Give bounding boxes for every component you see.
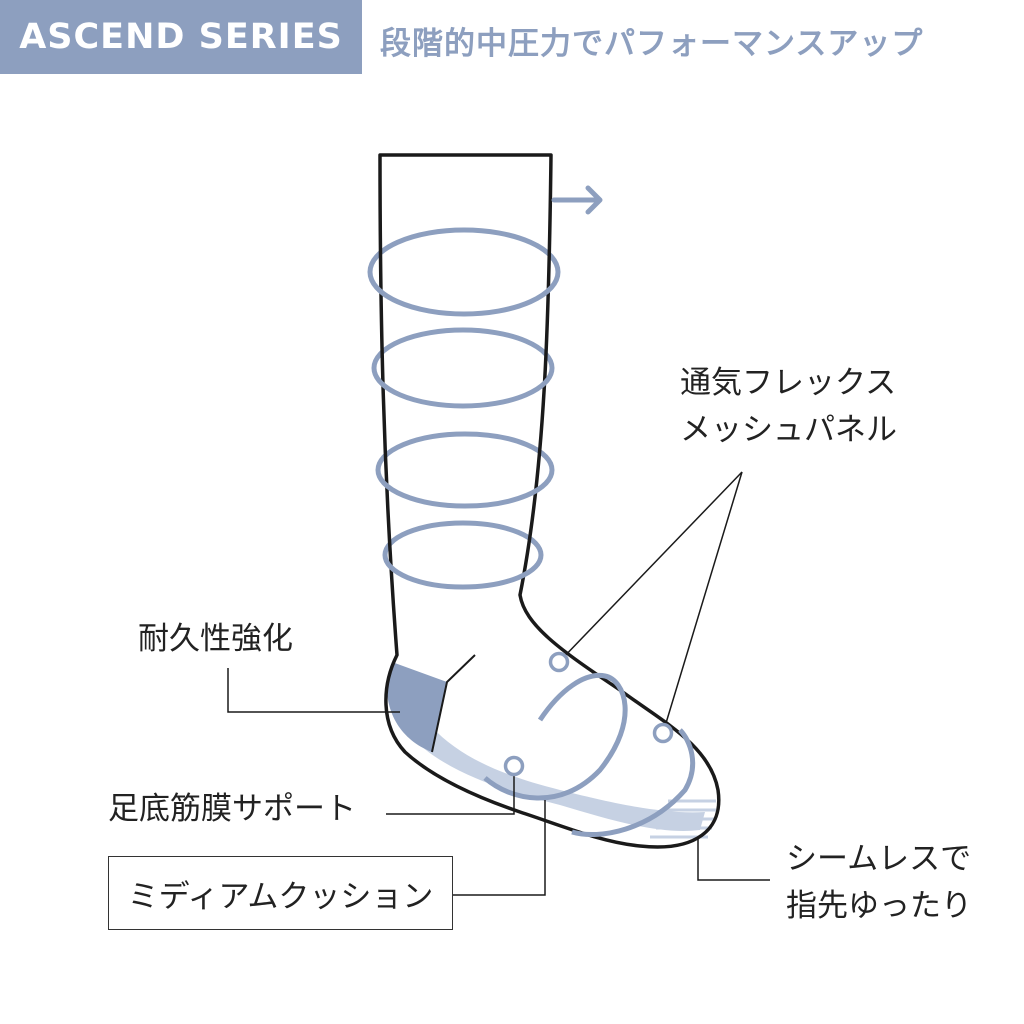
mesh-panel-label: 通気フレックス メッシュパネル	[680, 360, 897, 453]
arch-support-label: 足底筋膜サポート	[108, 791, 356, 827]
seamless-toe-label: シームレスで 指先ゆったり	[786, 836, 972, 929]
callout-dots	[503, 651, 674, 777]
mesh-panel-label-line1: 通気フレックス	[680, 365, 897, 401]
series-badge: ASCEND SERIES	[0, 0, 362, 74]
heel-reinforcement	[386, 662, 447, 752]
cushion-label: ミディアムクッション	[127, 878, 434, 915]
heel-fold	[431, 654, 476, 753]
series-name: ASCEND SERIES	[19, 17, 343, 57]
leader-lines	[227, 471, 770, 896]
cushion-label-box: ミディアムクッション	[108, 856, 453, 930]
seamless-toe-label-line2: 指先ゆったり	[786, 887, 972, 924]
mesh-panel-label-line2: メッシュパネル	[680, 411, 897, 448]
series-tagline: 段階的中圧力でパフォーマンスアップ	[380, 26, 924, 62]
seamless-toe-label-line1: シームレスで	[786, 841, 972, 877]
arrow-right-icon	[551, 185, 603, 215]
durability-label: 耐久性強化	[138, 621, 293, 657]
compression-rings-front	[367, 271, 696, 837]
sock-outline	[378, 153, 721, 849]
